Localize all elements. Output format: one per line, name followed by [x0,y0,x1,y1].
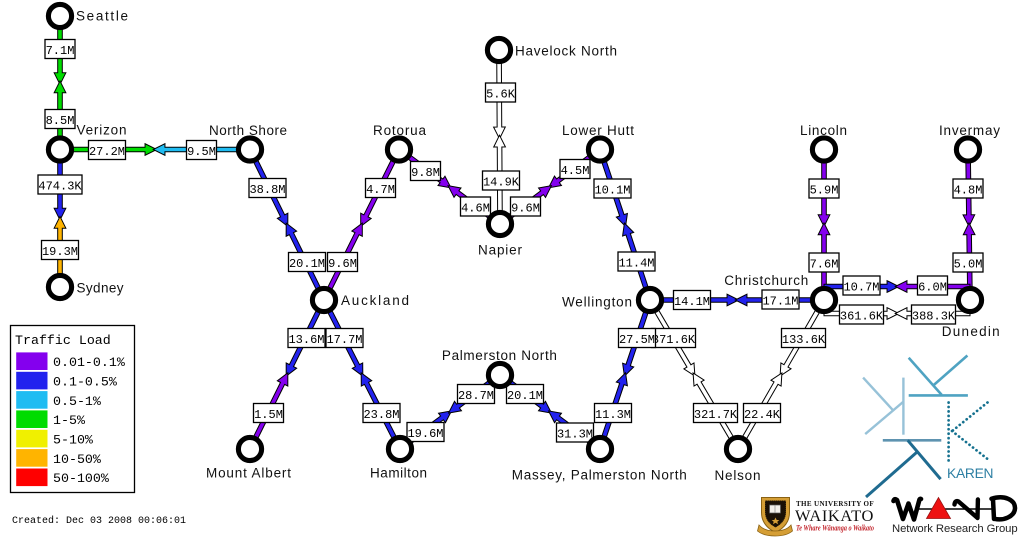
svg-text:7.1M: 7.1M [46,44,75,58]
svg-text:1.5M: 1.5M [254,408,283,422]
svg-text:50-100%: 50-100% [53,471,109,486]
svg-text:388.3K: 388.3K [912,309,956,323]
svg-text:Lincoln: Lincoln [800,123,847,138]
svg-text:474.3K: 474.3K [38,179,82,193]
svg-text:9.6M: 9.6M [511,201,540,215]
svg-text:Te Whare Wānanga o Waikato: Te Whare Wānanga o Waikato [796,524,874,533]
svg-text:17.7M: 17.7M [326,333,362,347]
svg-text:5-10%: 5-10% [53,433,93,448]
svg-text:Network Research Group: Network Research Group [892,523,1018,535]
svg-text:4.5M: 4.5M [561,164,590,178]
svg-text:Wellington: Wellington [562,294,632,309]
svg-text:17.1M: 17.1M [762,294,798,308]
svg-text:38.8M: 38.8M [249,183,285,197]
svg-text:Auckland: Auckland [341,293,409,308]
svg-text:Christchurch: Christchurch [724,273,808,288]
svg-text:Lower Hutt: Lower Hutt [562,123,634,138]
svg-text:6.0M: 6.0M [918,280,947,294]
svg-text:Invermay: Invermay [939,123,1000,138]
svg-text:14.9K: 14.9K [483,175,520,189]
svg-text:1-5%: 1-5% [53,413,85,428]
svg-text:WAIKATO: WAIKATO [795,508,874,525]
svg-text:7.6M: 7.6M [810,257,839,271]
svg-text:Rotorua: Rotorua [373,123,426,138]
svg-text:9.8M: 9.8M [411,166,440,180]
svg-text:27.2M: 27.2M [89,145,125,159]
svg-text:20.1M: 20.1M [507,389,543,403]
svg-text:5.9M: 5.9M [810,183,839,197]
svg-text:Hamilton: Hamilton [370,465,427,480]
svg-text:Havelock North: Havelock North [515,44,617,59]
svg-text:Palmerston North: Palmerston North [442,348,557,363]
svg-text:Verizon: Verizon [77,122,127,137]
svg-text:371.6K: 371.6K [652,333,696,347]
svg-text:10.7M: 10.7M [843,280,879,294]
svg-text:19.3M: 19.3M [42,245,78,259]
svg-text:Massey, Palmerston North: Massey, Palmerston North [512,468,687,483]
svg-text:20.1M: 20.1M [289,257,325,271]
svg-text:27.5M: 27.5M [619,333,655,347]
svg-text:Mount Albert: Mount Albert [206,465,291,480]
svg-text:23.8M: 23.8M [363,408,399,422]
svg-text:North Shore: North Shore [209,123,287,138]
svg-text:THE UNIVERSITY OF: THE UNIVERSITY OF [796,499,874,508]
svg-text:0.01-0.1%: 0.01-0.1% [53,355,125,370]
svg-text:5.0M: 5.0M [954,257,983,271]
svg-text:31.3M: 31.3M [557,427,593,441]
svg-text:KAREN: KAREN [947,466,994,481]
svg-text:11.4M: 11.4M [618,256,654,270]
svg-text:Traffic Load: Traffic Load [15,333,111,348]
svg-text:133.6K: 133.6K [782,333,826,347]
svg-text:10-50%: 10-50% [53,452,101,467]
svg-text:9.6M: 9.6M [328,257,357,271]
svg-text:22.4K: 22.4K [744,408,781,422]
svg-text:13.6M: 13.6M [288,333,324,347]
svg-text:19.6M: 19.6M [407,427,443,441]
svg-text:4.6M: 4.6M [461,201,490,215]
svg-text:10.1M: 10.1M [594,183,630,197]
svg-text:Sydney: Sydney [77,280,124,295]
svg-text:Created: Dec 03 2008 00:06:01: Created: Dec 03 2008 00:06:01 [12,515,186,527]
svg-text:321.7K: 321.7K [694,408,738,422]
svg-text:Napier: Napier [478,243,523,258]
svg-text:0.5-1%: 0.5-1% [53,394,101,409]
svg-text:Seattle: Seattle [76,8,128,23]
svg-text:Nelson: Nelson [715,468,761,483]
svg-text:28.7M: 28.7M [458,389,494,403]
svg-text:14.1M: 14.1M [674,295,710,309]
svg-text:5.6K: 5.6K [486,87,516,101]
svg-text:4.7M: 4.7M [366,183,395,197]
svg-text:Dunedin: Dunedin [942,324,1000,339]
svg-text:0.1-0.5%: 0.1-0.5% [53,374,117,389]
svg-text:4.8M: 4.8M [954,183,983,197]
svg-text:11.3M: 11.3M [595,408,631,422]
svg-text:8.5M: 8.5M [46,114,75,128]
svg-text:361.6K: 361.6K [840,309,884,323]
svg-text:9.5M: 9.5M [187,145,216,159]
